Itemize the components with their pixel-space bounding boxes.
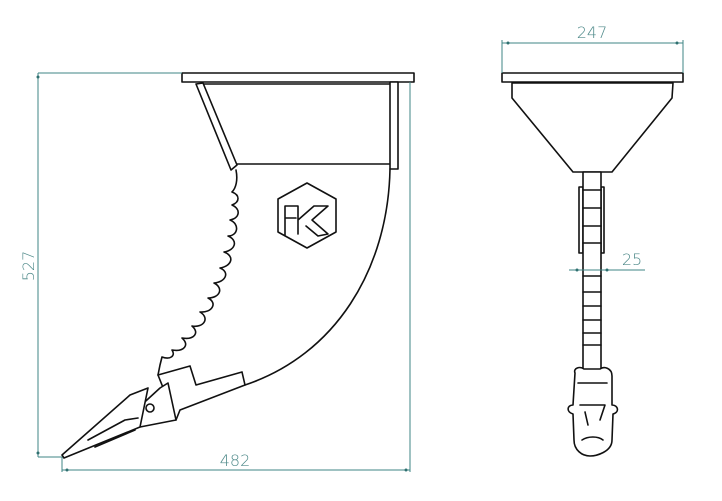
adapter: [157, 365, 246, 421]
front-tooth: [567, 366, 619, 457]
shank-thickness-dimension-label: 25: [622, 250, 642, 269]
side-view: 527 482: [19, 72, 415, 472]
ripper-tooth: [61, 387, 149, 459]
serrated-edge: [157, 169, 239, 376]
shank: [582, 171, 602, 379]
front-mount-plate: [501, 72, 684, 83]
height-dimension-label: 527: [19, 251, 38, 282]
rear-plate: [389, 81, 399, 170]
retaining-pin: [145, 403, 155, 413]
inner-box-lines: [202, 83, 391, 165]
front-width-dimension-label: 247: [577, 23, 608, 42]
front-view: 247 25: [501, 23, 684, 457]
funnel-body: [511, 82, 674, 173]
tooth-groove: [87, 417, 139, 448]
width-dimension-label: 482: [220, 451, 251, 470]
fk-logo: [277, 182, 337, 249]
mount-plate: [181, 72, 415, 83]
height-dimension: 527: [19, 72, 182, 458]
shank-thickness-dimension: 25: [569, 250, 645, 272]
outer-curve: [244, 168, 391, 386]
front-brace: [195, 82, 238, 171]
width-dimension: 482: [61, 82, 411, 472]
front-width-dimension: 247: [501, 23, 684, 73]
front-tooth-details: [577, 382, 608, 441]
shank-segments: [582, 189, 602, 346]
